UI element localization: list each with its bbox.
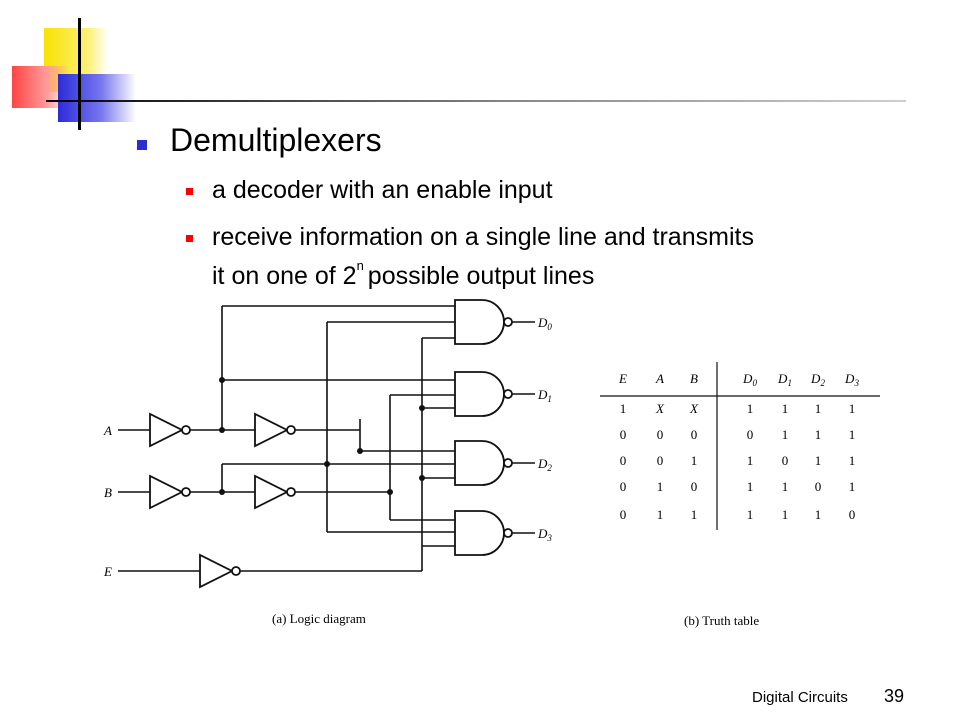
truth-table-cell: 0	[620, 507, 627, 522]
truth-table-cell: 0	[691, 427, 698, 442]
junction-dots	[219, 377, 425, 495]
bullet-square-icon	[186, 188, 193, 195]
bullet-text-2: receive information on a single line and…	[212, 223, 754, 251]
input-label-a: A	[103, 423, 112, 438]
input-label-e: E	[103, 564, 112, 579]
bullet-text-1: a decoder with an enable input	[212, 176, 553, 204]
truth-table-cell: 1	[849, 479, 856, 494]
truth-table-header-d0: D0	[742, 371, 757, 388]
truth-table-cell: 1	[815, 401, 822, 416]
output-label-d2: D2	[537, 456, 552, 473]
truth-table-cell: 0	[657, 427, 664, 442]
truth-table-header-d2: D2	[810, 371, 825, 388]
truth-table-cell: 1	[657, 479, 664, 494]
truth-table-cell: 1	[849, 401, 856, 416]
truth-table-cell: 0	[815, 479, 822, 494]
truth-table-cell: 1	[782, 507, 789, 522]
output-label-d3: D3	[537, 526, 552, 543]
nand-gates	[454, 299, 513, 556]
truth-table-cell: 1	[620, 401, 627, 416]
truth-table-cell: 0	[782, 453, 789, 468]
caption-truth-table: (b) Truth table	[684, 613, 759, 628]
truth-table-cell: 1	[815, 507, 822, 522]
truth-table-cell: 1	[782, 401, 789, 416]
truth-table-header-e: E	[618, 371, 627, 386]
truth-table-cell: 0	[849, 507, 856, 522]
footer-course-title: Digital Circuits	[752, 689, 848, 706]
truth-table-cell: 0	[691, 479, 698, 494]
truth-table-cell: 1	[691, 507, 698, 522]
truth-table-header-d1: D1	[777, 371, 792, 388]
output-label-d0: D0	[537, 315, 552, 332]
truth-table-cell: 1	[782, 427, 789, 442]
truth-table-cell: 0	[657, 453, 664, 468]
truth-table-cell: X	[655, 401, 665, 416]
corner-vertical-rule	[78, 18, 81, 130]
title-rule	[46, 100, 906, 102]
output-label-d1: D1	[537, 387, 552, 404]
page-number: 39	[884, 686, 905, 706]
slide-title: Demultiplexers	[170, 122, 382, 158]
bullet-square-icon	[186, 235, 193, 242]
truth-table-cell: 1	[849, 453, 856, 468]
bullet-text-2-part: it on one of 2	[212, 262, 357, 290]
truth-table-header-b: B	[690, 371, 698, 386]
truth-table-headers: E A B D0 D1 D2 D3	[618, 371, 859, 388]
truth-table-cell: 1	[747, 507, 754, 522]
truth-table-cell: 1	[747, 453, 754, 468]
truth-table-cell: 1	[747, 401, 754, 416]
truth-table-cell: 1	[747, 479, 754, 494]
caption-logic-diagram: (a) Logic diagram	[272, 611, 366, 626]
bullet-text-2-tail: possible output lines	[367, 262, 595, 290]
truth-table-cell: 1	[782, 479, 789, 494]
truth-table-cell: 1	[657, 507, 664, 522]
truth-table-cell: 1	[691, 453, 698, 468]
truth-table-cell: X	[689, 401, 699, 416]
truth-table-cell: 0	[620, 479, 627, 494]
truth-table-header-a: A	[655, 371, 664, 386]
superscript-n: n	[356, 258, 364, 273]
bullet-square-icon	[137, 140, 147, 150]
truth-table-cell: 0	[620, 427, 627, 442]
truth-table-cell: 1	[815, 453, 822, 468]
truth-table-cell: 0	[747, 427, 754, 442]
input-label-b: B	[104, 485, 112, 500]
truth-table-cell: 0	[620, 453, 627, 468]
truth-table-header-d3: D3	[844, 371, 859, 388]
output-labels: D0 D1 D2 D3	[537, 315, 552, 543]
truth-table-body: 1 X X 1 1 1 1 0 0 0 0 1 1 1 0 0 1 1 0 1 1 0 1 0 1 1 0 1 0 1 1 1 1 1 0	[620, 401, 856, 522]
truth-table-cell: 1	[815, 427, 822, 442]
corner-decoration-blue	[58, 74, 136, 122]
truth-table-cell: 1	[849, 427, 856, 442]
inverters	[149, 412, 296, 589]
